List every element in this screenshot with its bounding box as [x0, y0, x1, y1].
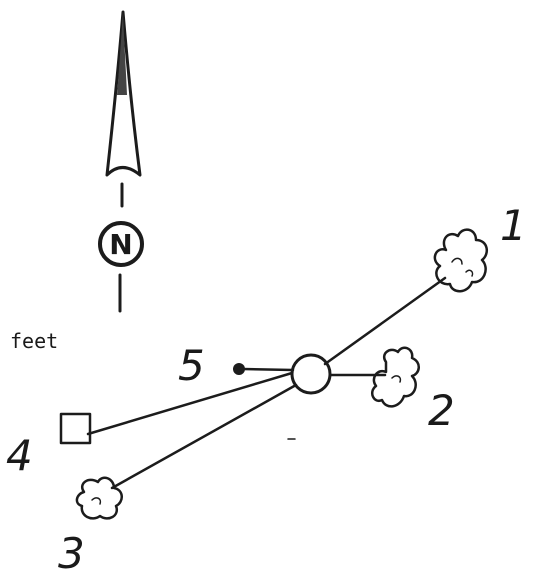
dot-marker-icon	[233, 363, 245, 375]
landmark-3: 3	[58, 476, 123, 570]
landmark-3-number: 3	[58, 529, 85, 570]
landmark-2: 2	[371, 346, 455, 435]
north-arrow-shading	[117, 12, 127, 95]
landmark-2-number: 2	[428, 386, 455, 435]
line-to-4	[86, 371, 294, 436]
tree-icon	[371, 346, 420, 408]
landmark-4: 4	[6, 412, 92, 480]
unit-label: feet	[10, 329, 58, 353]
line-to-3	[110, 383, 298, 490]
tree-texture	[451, 257, 474, 277]
square-marker-icon	[59, 412, 92, 445]
tree-icon	[75, 476, 123, 520]
landmark-1-number: 1	[500, 201, 527, 250]
landmark-4-number: 4	[6, 431, 33, 480]
landmark-1: 1	[433, 201, 527, 293]
north-arrow-head-icon	[105, 10, 142, 177]
tree-icon	[433, 228, 489, 293]
line-to-1	[323, 276, 447, 366]
bearing-lines	[86, 276, 447, 490]
landmark-5: 5	[178, 341, 245, 390]
north-circle-icon	[98, 221, 144, 267]
center-station-icon	[290, 353, 332, 395]
north-letter: N	[109, 228, 132, 261]
north-arrow: N	[98, 10, 144, 313]
tree-texture	[391, 375, 402, 383]
tree-texture	[91, 497, 102, 505]
line-to-5	[241, 367, 295, 372]
landmark-5-number: 5	[178, 341, 205, 390]
